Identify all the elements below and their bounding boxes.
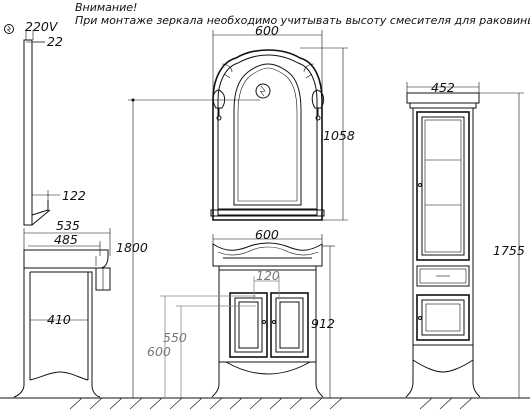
vanity-depth-outer-label: 535 — [56, 218, 80, 233]
drain-height-600-label: 600 — [147, 344, 171, 359]
mirror-power-outlet-icon — [255, 83, 271, 99]
mirror-height-label: 1058 — [323, 128, 355, 143]
mirror-width-dimension — [212, 30, 323, 100]
vanity-height-label: 912 — [311, 316, 335, 331]
vanity-front-view — [211, 242, 324, 398]
side-power-outlet-icon — [4, 24, 14, 34]
left-lamp — [212, 89, 226, 121]
mirror-width-label: 600 — [255, 23, 279, 38]
vanity-height-dimension — [322, 245, 335, 398]
column-cabinet-view — [405, 92, 481, 398]
drain-height-600-dimension — [160, 295, 256, 398]
shelf-depth-label: 122 — [62, 188, 86, 203]
mirror-mount-height-dimension — [128, 98, 260, 398]
mirror-depth-label: 22 — [47, 34, 63, 49]
mirror-side-profile — [23, 39, 33, 226]
warning-title: Внимание! — [75, 1, 137, 14]
mirror-front-view — [210, 49, 325, 221]
drain-height-550-dimension — [176, 305, 256, 398]
vanity-leg-depth-label: 410 — [47, 312, 71, 327]
drain-offset-label: 120 — [256, 268, 280, 283]
voltage-label: 220V — [25, 19, 59, 34]
column-width-label: 452 — [431, 80, 455, 95]
column-width-dimension — [406, 82, 480, 93]
mirror-mount-height-label: 1800 — [116, 240, 148, 255]
floor-line — [0, 397, 530, 410]
vanity-depth-inner-label: 485 — [54, 232, 78, 247]
vanity-depth-outer-dimension — [23, 228, 111, 256]
shelf-depth-dimension — [32, 190, 60, 200]
column-height-dimension — [479, 92, 524, 398]
mirror-side-view — [23, 30, 51, 226]
column-height-label: 1755 — [493, 243, 525, 258]
drain-height-550-label: 550 — [163, 330, 187, 345]
mirror-height-dimension — [300, 47, 348, 221]
vanity-width-dimension — [212, 234, 323, 246]
warning-text: При монтаже зеркала необходимо учитывать… — [75, 14, 530, 27]
vanity-width-label: 600 — [255, 227, 279, 242]
vanity-side-view — [13, 249, 111, 398]
vanity-depth-inner-dimension — [28, 241, 101, 256]
